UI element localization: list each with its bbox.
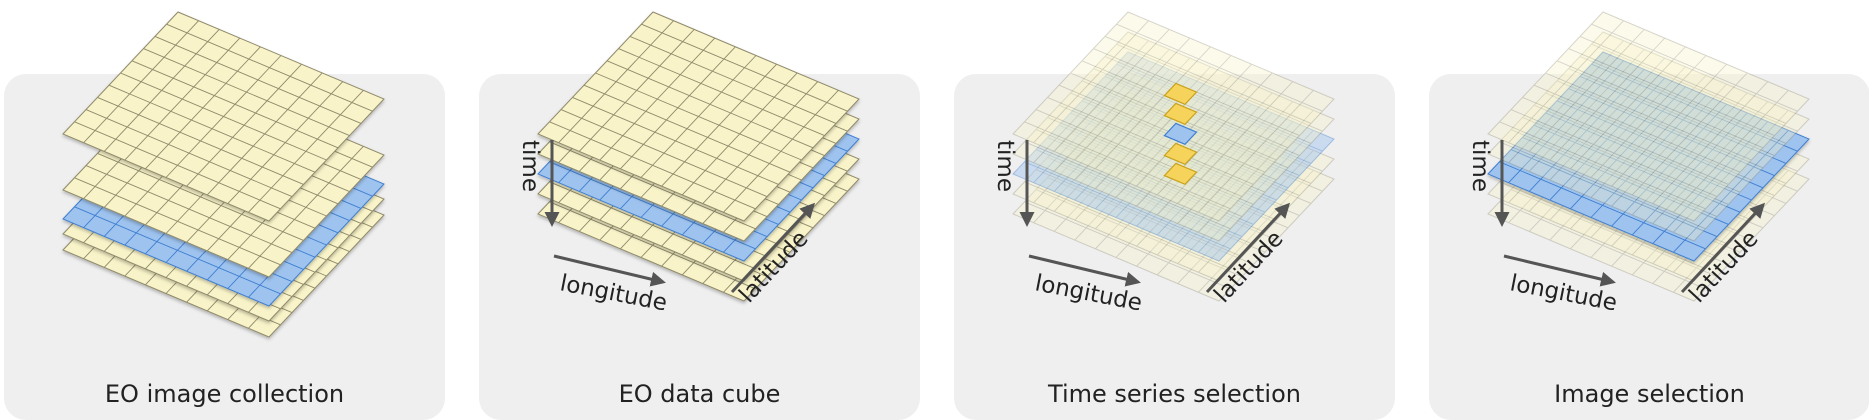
- layer-surface: [1487, 11, 1810, 222]
- layer-grid: [1499, 20, 1798, 213]
- longitude-axis-arrow: [1503, 254, 1616, 287]
- selected-image-layer: [1487, 51, 1810, 262]
- layer-grid: [1499, 60, 1798, 253]
- faded-layer: [1487, 31, 1810, 242]
- longitude-axis-label: longitude: [1508, 270, 1619, 316]
- time-axis-label: time: [992, 140, 1018, 192]
- layer-surface: [1012, 91, 1335, 302]
- caption-time-series-selection: Time series selection: [1048, 380, 1301, 408]
- caption-image-collection: EO image collection: [104, 380, 345, 408]
- time-series-pixel: [1163, 162, 1198, 186]
- caption-data-cube: EO data cube: [618, 380, 781, 408]
- latitude-axis-arrow: [730, 202, 816, 294]
- time-series-pixel: [1163, 82, 1198, 106]
- layer-stack-1: [537, 11, 860, 302]
- layer-stack-2: [1012, 11, 1335, 302]
- longitude-axis-arrow: [1028, 254, 1141, 287]
- layer-stack-0: [62, 11, 385, 338]
- layer-grid: [1499, 40, 1798, 233]
- layer-grid: [74, 20, 373, 213]
- longitude-axis-arrow: [553, 254, 666, 287]
- layer-surface: [1487, 31, 1810, 242]
- time-series-pixel: [1163, 102, 1198, 126]
- time-axis-label: time: [1467, 140, 1493, 192]
- time-axis-label: time: [517, 140, 543, 192]
- faded-layer: [1012, 91, 1335, 302]
- time-series-pixel: [1163, 122, 1198, 146]
- layer-stack-3: [1487, 11, 1810, 302]
- longitude-axis-label: longitude: [1033, 270, 1144, 316]
- image-layer: [537, 11, 860, 222]
- time-series-pixel: [1163, 142, 1198, 166]
- layer-grid: [549, 20, 848, 213]
- caption-image-selection: Image selection: [1554, 380, 1745, 408]
- layer-grid: [1024, 100, 1323, 293]
- faded-layer: [1487, 11, 1810, 222]
- longitude-axis-label: longitude: [558, 270, 669, 316]
- panel-image-selection: Image selection: [1429, 74, 1869, 420]
- latitude-axis-arrow: [1205, 202, 1291, 294]
- latitude-axis-arrow: [1680, 202, 1766, 294]
- image-layer: [62, 11, 385, 222]
